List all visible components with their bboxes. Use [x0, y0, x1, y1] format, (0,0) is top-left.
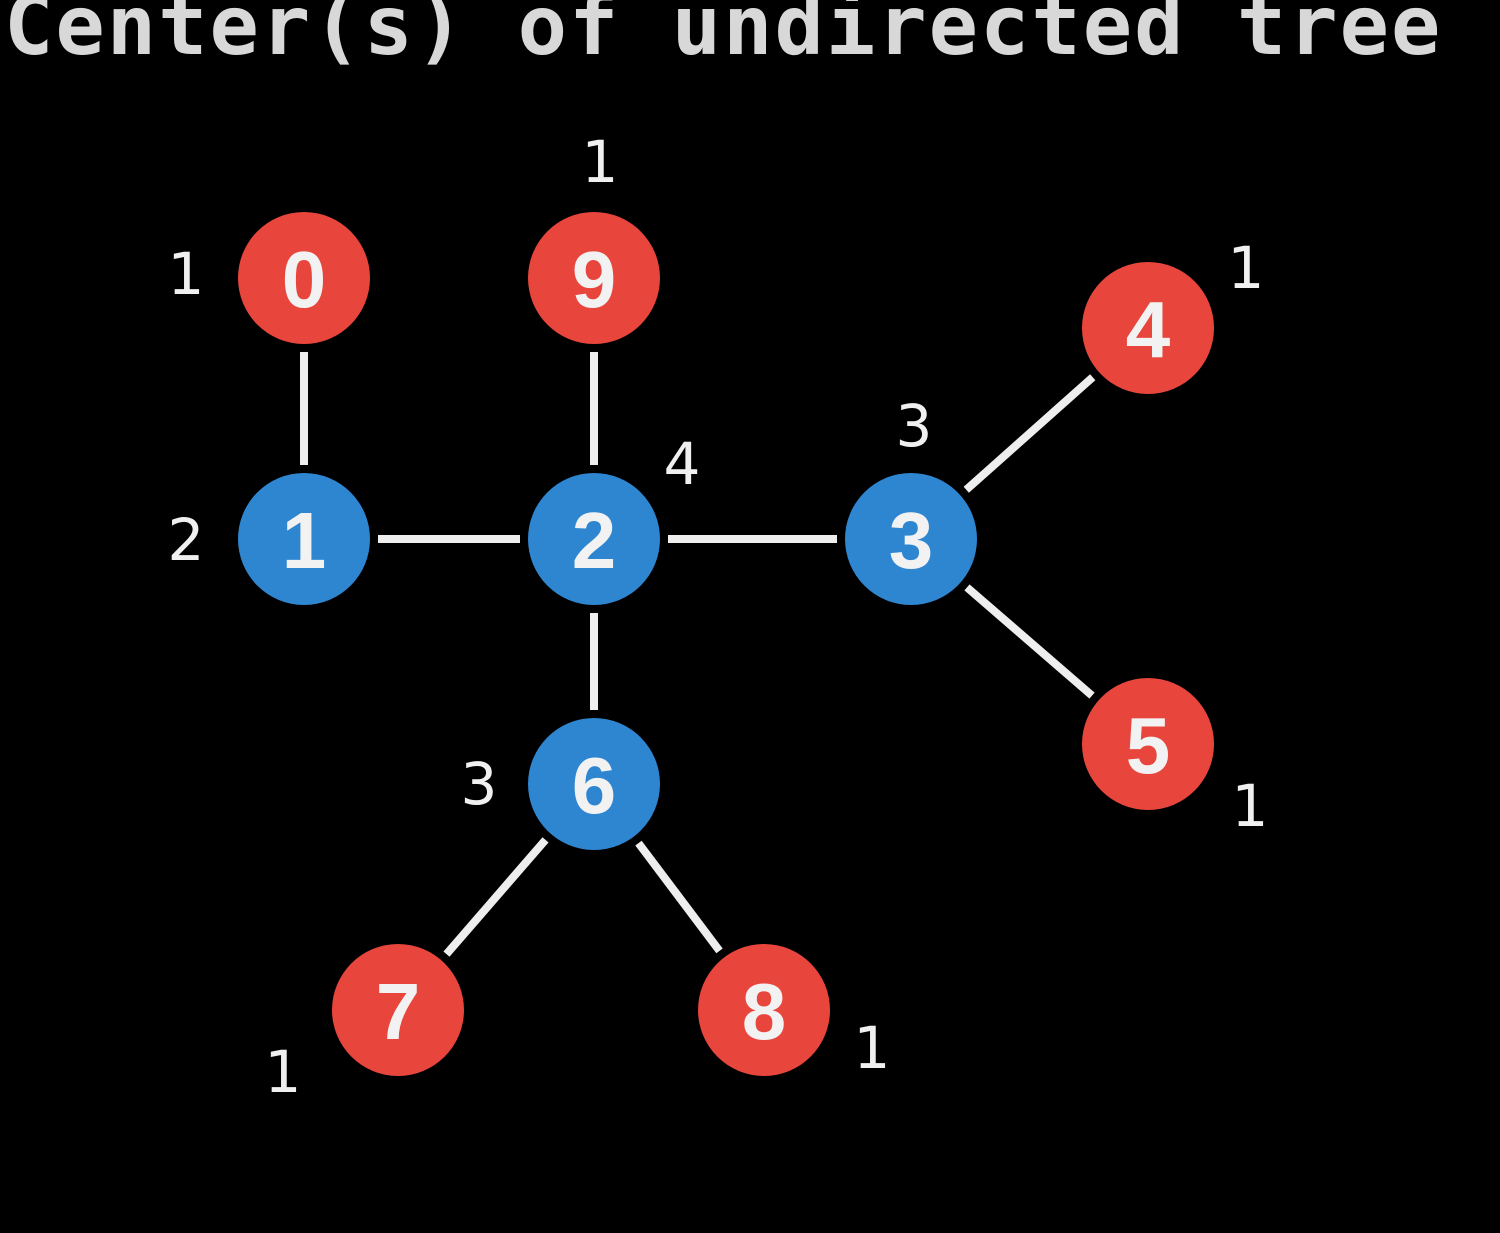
node-label-1: 1	[282, 496, 327, 585]
node-circle-1	[238, 473, 370, 605]
node-6: 6	[528, 718, 660, 850]
node-circle-7	[332, 944, 464, 1076]
node-label-0: 0	[282, 235, 327, 324]
node-circle-2	[528, 473, 660, 605]
node-label-8: 8	[742, 967, 787, 1056]
node-2: 2	[528, 473, 660, 605]
node-4: 4	[1082, 262, 1214, 394]
degree-label-0: 1	[168, 240, 205, 308]
node-0: 0	[238, 212, 370, 344]
node-label-2: 2	[572, 496, 617, 585]
edge-3-5	[964, 584, 1095, 699]
page-title: Center(s) of undirected tree	[4, 0, 1443, 74]
node-label-9: 9	[572, 235, 617, 324]
node-circle-8	[698, 944, 830, 1076]
edge-3-4	[963, 374, 1096, 493]
degree-label-3: 3	[896, 392, 933, 460]
node-circle-3	[845, 473, 977, 605]
node-5: 5	[1082, 678, 1214, 810]
node-circle-6	[528, 718, 660, 850]
node-label-6: 6	[572, 741, 617, 830]
node-label-5: 5	[1126, 701, 1171, 790]
node-9: 9	[528, 212, 660, 344]
degree-label-7: 1	[265, 1038, 302, 1106]
degree-label-9: 1	[582, 128, 619, 196]
node-label-4: 4	[1126, 285, 1171, 374]
node-circle-4	[1082, 262, 1214, 394]
edge-6-7	[443, 837, 549, 957]
node-7: 7	[332, 944, 464, 1076]
node-1: 1	[238, 473, 370, 605]
nodes-layer: 0 1 2 3 4 5 6 7 8 9	[238, 212, 1214, 1076]
degree-label-1: 2	[168, 506, 205, 574]
node-circle-5	[1082, 678, 1214, 810]
node-8: 8	[698, 944, 830, 1076]
degree-label-4: 1	[1228, 234, 1265, 302]
node-circle-0	[238, 212, 370, 344]
degree-label-2: 4	[664, 430, 701, 498]
node-circle-9	[528, 212, 660, 344]
degree-label-8: 1	[854, 1014, 891, 1082]
node-label-3: 3	[889, 496, 934, 585]
edge-6-8	[635, 840, 723, 954]
degree-label-5: 1	[1232, 772, 1269, 840]
degree-label-6: 3	[461, 750, 498, 818]
node-label-7: 7	[376, 967, 421, 1056]
edges-layer	[300, 352, 1096, 957]
node-3: 3	[845, 473, 977, 605]
